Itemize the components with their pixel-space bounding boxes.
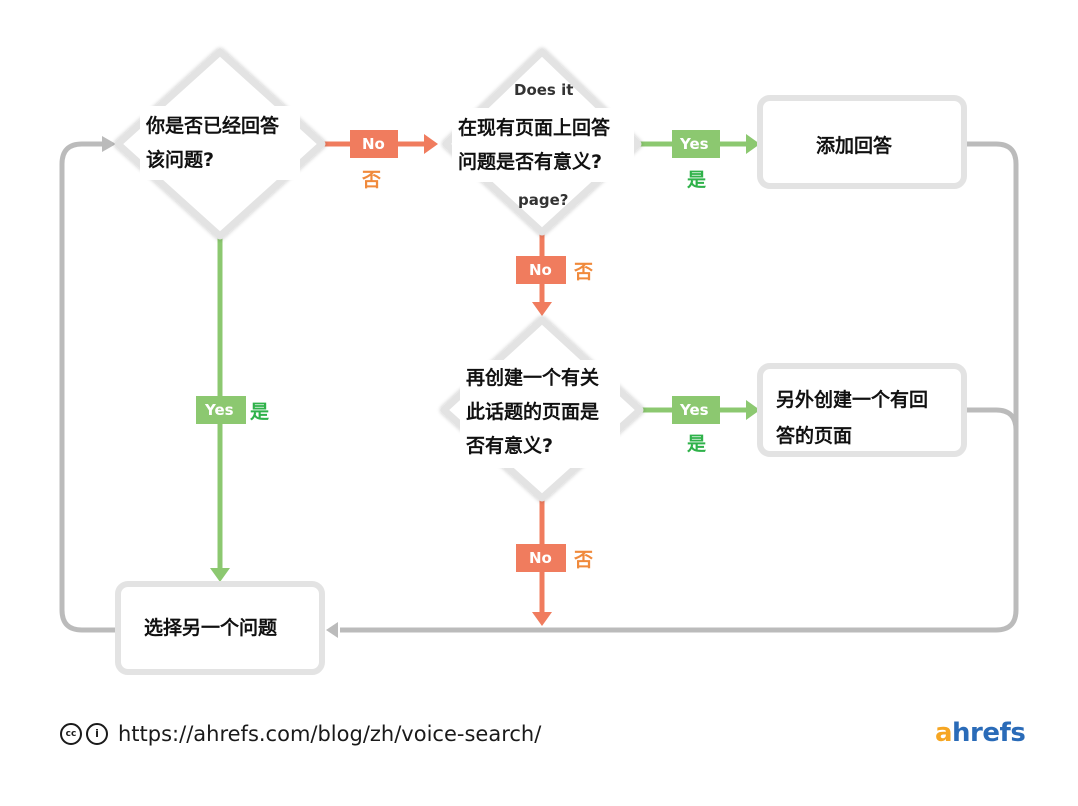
attribution-icon: i <box>86 723 108 745</box>
label-q1-no-box <box>350 130 398 158</box>
add-answer-text: 添加回答 <box>816 134 893 157</box>
box-choose-other <box>115 581 325 675</box>
loop-arrow-bottom-head <box>326 622 338 638</box>
loop-line-left <box>59 141 118 633</box>
q3-line-3: 否有意义? <box>465 434 553 457</box>
q2-line-2: 问题是否有意义? <box>458 150 602 173</box>
label-q2-no-box <box>516 256 566 284</box>
q1-line-2: 该问题? <box>146 148 214 171</box>
q1-line-1: 你是否已经回答 <box>145 114 280 137</box>
label-q1-yes-box <box>196 396 246 424</box>
q2-line-1: 在现有页面上回答 <box>458 116 611 139</box>
label-q1-no-zh: 否 <box>361 169 381 191</box>
label-q2-no-zh: 否 <box>573 261 593 283</box>
label-q2-yes-zh: 是 <box>687 169 706 191</box>
arrow-q2-no-head <box>532 302 552 316</box>
label-q3-yes: Yes <box>679 401 709 419</box>
loop-line-right-top <box>340 141 1019 633</box>
label-q3-no: No <box>529 549 552 567</box>
q1-text-bg <box>140 106 300 180</box>
label-q3-yes-zh: 是 <box>687 433 706 455</box>
label-q1-yes-zh: 是 <box>250 401 269 423</box>
label-q2-yes-box <box>672 130 720 158</box>
box-create-page <box>757 363 967 457</box>
label-q3-no-zh: 否 <box>573 549 593 571</box>
create-page-line-1: 另外创建一个有回 <box>776 388 928 411</box>
q2-text-bg <box>452 108 634 182</box>
label-q2-yes: Yes <box>679 135 709 153</box>
q3-line-1: 再创建一个有关 <box>466 366 599 389</box>
arrow-q1-no-head <box>424 134 438 154</box>
choose-other-text: 选择另一个问题 <box>144 617 277 639</box>
arrow-q1-yes-head <box>210 568 230 582</box>
q2-ghost-bottom: page? <box>518 191 568 209</box>
footer: cc i https://ahrefs.com/blog/zh/voice-se… <box>60 722 541 746</box>
q2-ghost-top: Does it <box>514 81 573 99</box>
arrow-q3-yes-head <box>746 400 760 420</box>
creative-commons-icon: cc <box>60 723 82 745</box>
label-q1-no: No <box>362 135 385 153</box>
label-q3-no-box <box>516 544 566 572</box>
logo-rest: hrefs <box>952 718 1026 748</box>
source-url[interactable]: https://ahrefs.com/blog/zh/voice-search/ <box>118 722 542 746</box>
q3-text-bg <box>460 360 620 468</box>
q3-line-2: 此话题的页面是 <box>466 400 599 423</box>
label-q1-yes: Yes <box>204 401 234 419</box>
loop-line-right-mid <box>964 407 1019 431</box>
create-page-line-2: 答的页面 <box>776 424 852 447</box>
label-q2-no: No <box>529 261 552 279</box>
arrow-q2-yes-head <box>746 134 760 154</box>
arrow-q3-no-head <box>532 612 552 626</box>
logo-a: a <box>935 718 953 748</box>
loop-arrow-left-head <box>102 136 116 152</box>
label-q3-yes-box <box>672 396 720 424</box>
ahrefs-logo: ahrefs <box>935 718 1026 748</box>
box-add-answer <box>757 95 967 189</box>
